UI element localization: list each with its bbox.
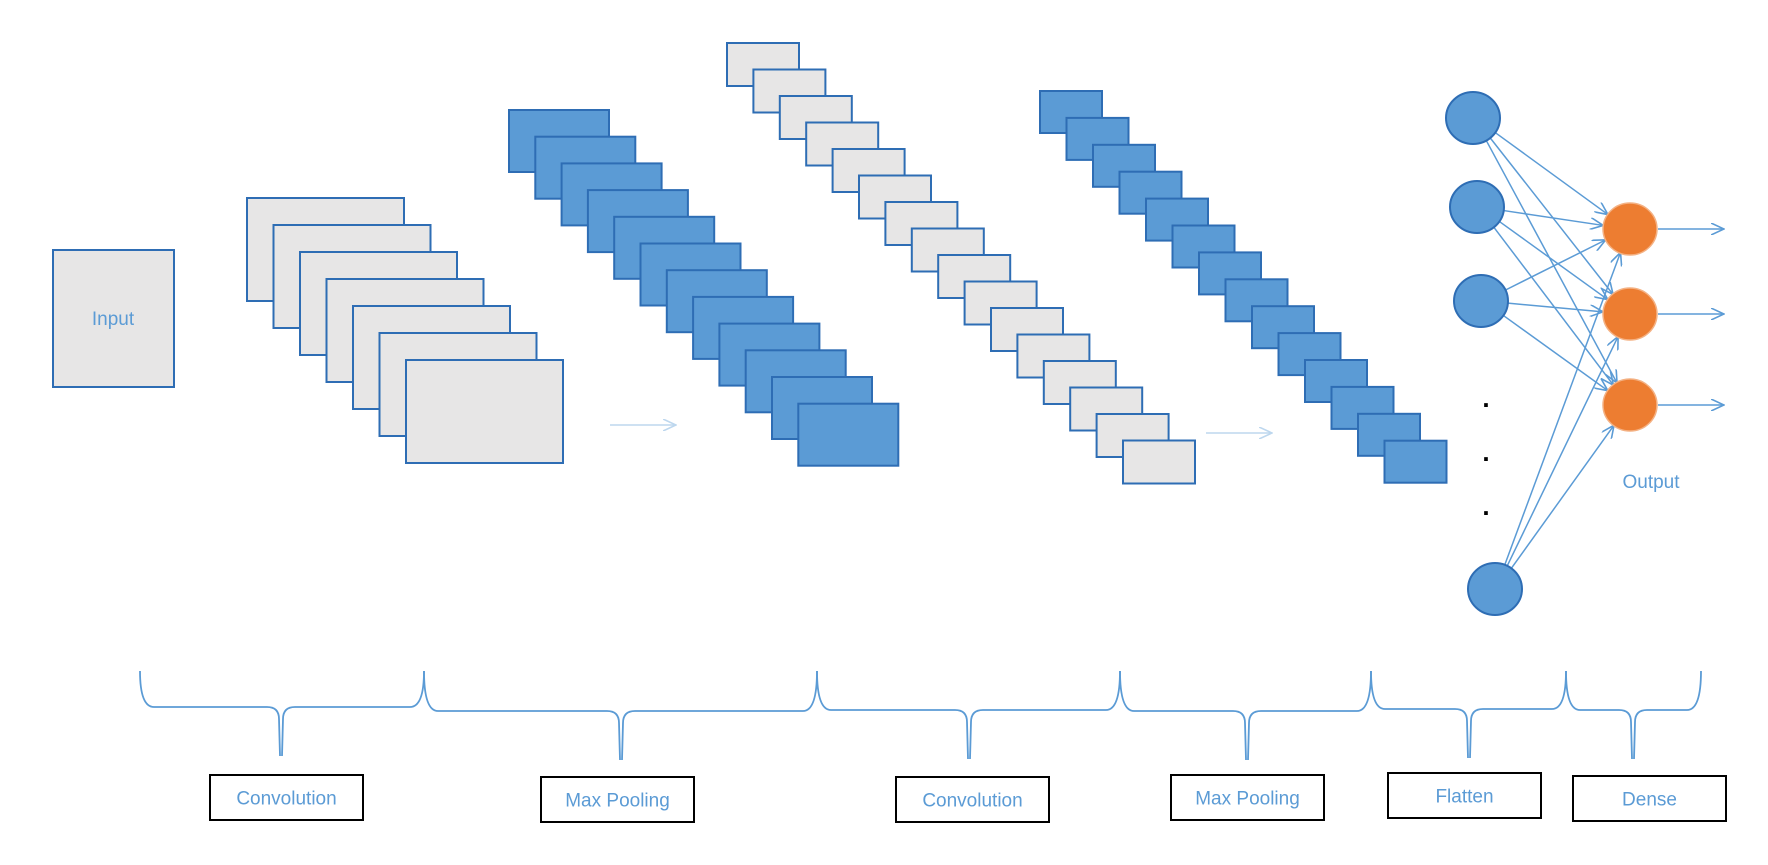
stage-label-box: [1387, 772, 1542, 819]
stage-label-text: Convolution: [922, 791, 1022, 812]
input-block: Input: [52, 249, 175, 388]
dense-connection: [1502, 314, 1608, 390]
stage-labels: Convolution Max Pooling Convolution Max Poo…: [209, 772, 1727, 823]
ellipsis-dot-1: .: [1482, 383, 1489, 413]
stage-brace-4: [1119, 670, 1372, 761]
stage-label-box: [1572, 775, 1727, 822]
output-label: Output: [1622, 472, 1680, 493]
output-neurons: [1602, 202, 1658, 432]
stage-label-box: [1170, 774, 1325, 821]
stage-label-text: Max Pooling: [565, 791, 670, 812]
dense-connection: [1504, 240, 1605, 291]
max-pooling-2-feature-maps: [1039, 90, 1448, 484]
dense-connection: [1498, 220, 1608, 299]
stage-label-text: Convolution: [236, 789, 336, 810]
stage-label-3: Convolution: [895, 776, 1050, 823]
stage-label-text: Dense: [1622, 790, 1677, 811]
stage-label-box: [209, 774, 364, 821]
flatten-neurons: [1445, 91, 1523, 616]
stage-brace-2: [423, 670, 818, 761]
dense-connections: [1485, 131, 1621, 570]
ellipsis-dot-3: .: [1482, 491, 1489, 521]
stage-brace-6: [1565, 670, 1702, 760]
dense-connection: [1492, 226, 1614, 385]
flatten-neuron-1: [1445, 91, 1501, 145]
dense-connection: [1503, 209, 1604, 226]
stage-label-5: Flatten: [1387, 772, 1542, 819]
dense-connection: [1506, 336, 1618, 567]
ellipsis-dot-2: .: [1482, 437, 1489, 467]
stage-brace-5: [1370, 670, 1567, 759]
stage-label-6: Dense: [1572, 775, 1727, 822]
stage-label-2: Max Pooling: [540, 776, 695, 823]
pool2-feature-map-14: [1383, 439, 1448, 484]
stage-label-text: Max Pooling: [1195, 789, 1300, 810]
dense-connection: [1494, 131, 1608, 214]
output-neuron-1: [1602, 202, 1658, 256]
conv2-feature-map-16: [1122, 439, 1196, 485]
stage-brace-1: [139, 670, 425, 757]
pool1-feature-map-12: [797, 402, 900, 467]
stage-label-1: Convolution: [209, 774, 364, 821]
stage-brace-3: [816, 670, 1121, 760]
output-neuron-2: [1602, 287, 1658, 341]
dense-connection: [1507, 302, 1603, 312]
flatten-neuron-3: [1453, 274, 1509, 328]
flatten-neuron-4: [1467, 562, 1523, 616]
input-box: [52, 249, 175, 388]
stage-label-box: [540, 776, 695, 823]
convolution-1-feature-maps: [246, 197, 564, 464]
convolution-2-feature-maps: [726, 42, 1196, 485]
stage-label-box: [895, 776, 1050, 823]
dense-connection: [1503, 252, 1620, 566]
stage-label-text: Flatten: [1435, 787, 1493, 808]
conv1-feature-map-7: [405, 359, 564, 464]
stage-braces: [139, 670, 1702, 761]
max-pooling-1-feature-maps: [508, 109, 900, 467]
dense-connection: [1510, 425, 1614, 570]
dense-connection: [1485, 139, 1617, 383]
input-label: Input: [92, 309, 135, 330]
output-arrows: [1658, 229, 1724, 405]
flatten-neuron-2: [1449, 180, 1505, 234]
dense-connection: [1489, 137, 1613, 295]
stage-label-4: Max Pooling: [1170, 774, 1325, 821]
output-neuron-3: [1602, 378, 1658, 432]
